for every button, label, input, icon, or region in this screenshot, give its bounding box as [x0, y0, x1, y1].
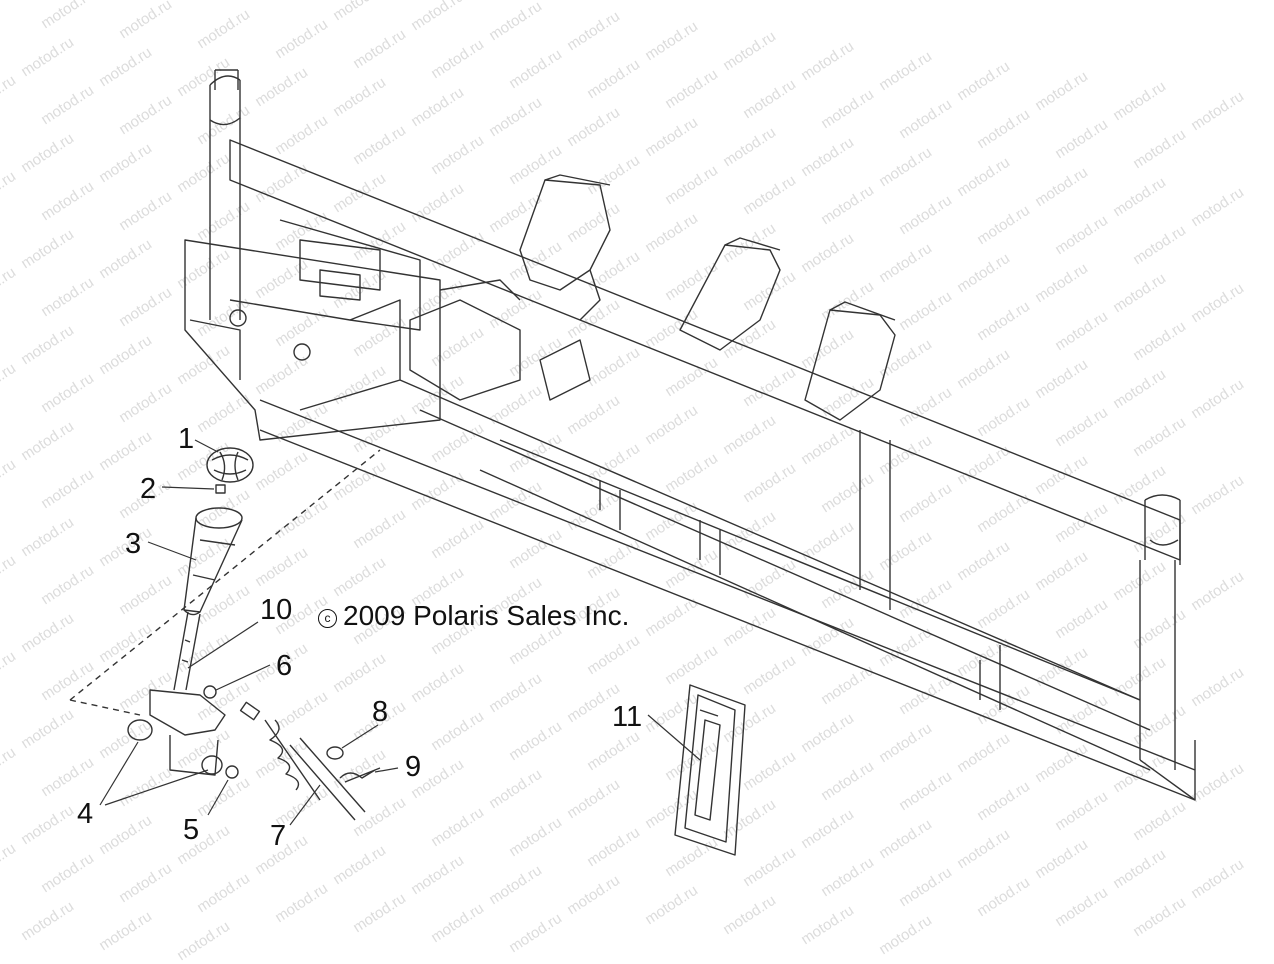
bushing — [127, 719, 223, 775]
callout-4: 4 — [77, 798, 94, 830]
seat-bracket-1 — [519, 174, 611, 321]
callout-2: 2 — [140, 473, 157, 505]
left-post — [209, 69, 241, 320]
callout-leaders — [99, 439, 701, 826]
shift-lever — [149, 611, 226, 776]
callout-11: 11 — [612, 701, 643, 733]
set-screw — [215, 484, 226, 494]
shift-cable — [239, 701, 366, 821]
callout-5: 5 — [183, 814, 200, 846]
nut — [203, 685, 217, 699]
copyright-notice: c 2009 Polaris Sales Inc. — [318, 600, 629, 632]
copyright-symbol: c — [318, 609, 337, 628]
shift-boot — [183, 507, 243, 616]
callout-9: 9 — [405, 751, 422, 783]
callout-6: 6 — [276, 650, 293, 682]
callout-8: 8 — [372, 696, 389, 728]
callout-1: 1 — [178, 423, 195, 455]
shift-seal — [674, 684, 746, 856]
copyright-text: 2009 Polaris Sales Inc. — [343, 600, 630, 631]
washer — [326, 746, 344, 760]
callout-10: 10 — [260, 594, 293, 626]
right-post — [1144, 494, 1181, 565]
shift-knob — [206, 447, 254, 483]
callout-3: 3 — [125, 528, 142, 560]
front-bracket — [184, 219, 591, 441]
seat-bracket-2 — [679, 237, 781, 351]
cotter-pin — [339, 767, 381, 783]
e-clip — [225, 765, 239, 779]
main-frame-rail — [229, 139, 1196, 801]
dashed-leaders — [69, 449, 381, 716]
callout-7: 7 — [270, 820, 287, 852]
seat-bracket-3 — [804, 301, 896, 421]
